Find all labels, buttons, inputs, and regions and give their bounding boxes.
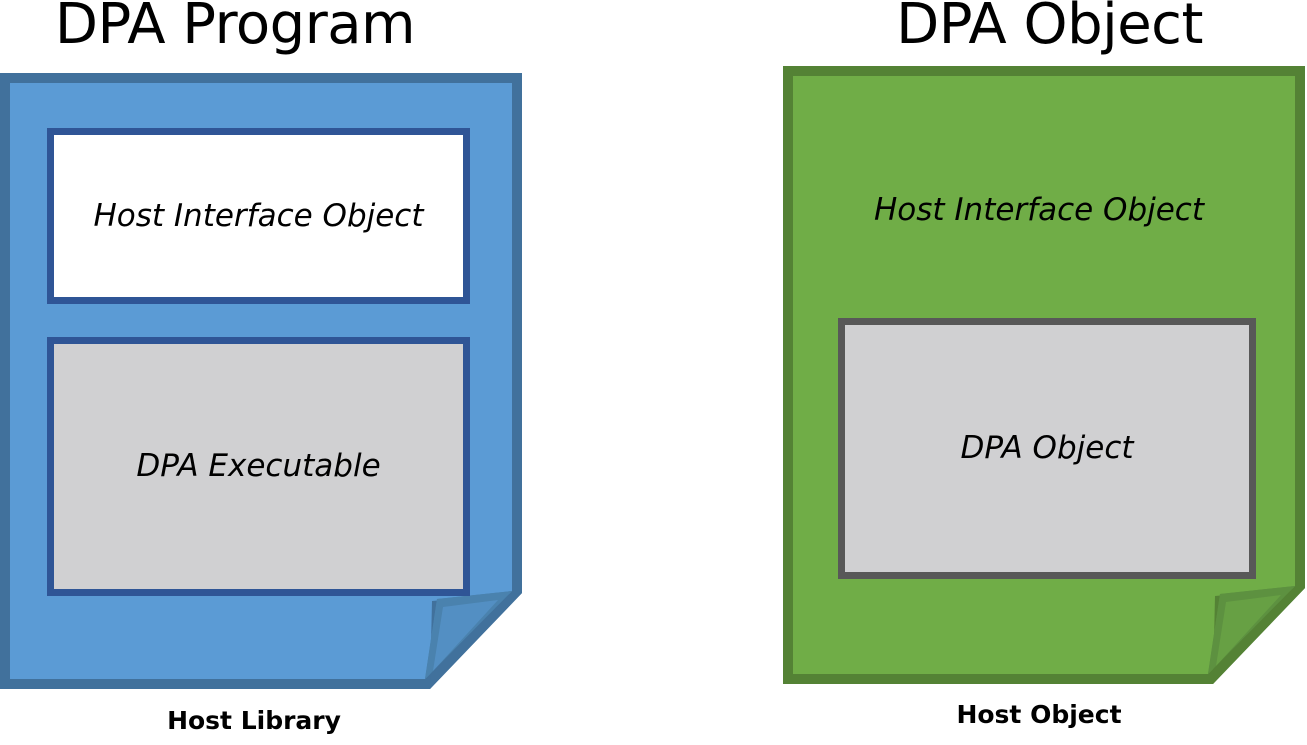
- caption-host-library: Host Library: [167, 706, 341, 735]
- panel-dpa-program: DPA Program Host Interface Object DPA Ex…: [0, 0, 560, 745]
- panel-title-dpa-program: DPA Program: [54, 0, 416, 57]
- box-label-host-interface-object-program: Host Interface Object: [93, 197, 424, 234]
- box-host-interface-object-program: Host Interface Object: [47, 128, 470, 304]
- box-label-dpa-executable: DPA Executable: [136, 448, 381, 485]
- box-label-dpa-object: DPA Object: [960, 430, 1134, 467]
- box-dpa-executable: DPA Executable: [47, 337, 470, 596]
- label-host-interface-object-object: Host Interface Object: [873, 192, 1205, 228]
- panel-dpa-object: DPA Object: [740, 0, 1307, 745]
- panel-title-dpa-object: DPA Object: [896, 0, 1203, 57]
- box-dpa-object: DPA Object: [838, 318, 1256, 579]
- caption-host-object: Host Object: [956, 700, 1122, 729]
